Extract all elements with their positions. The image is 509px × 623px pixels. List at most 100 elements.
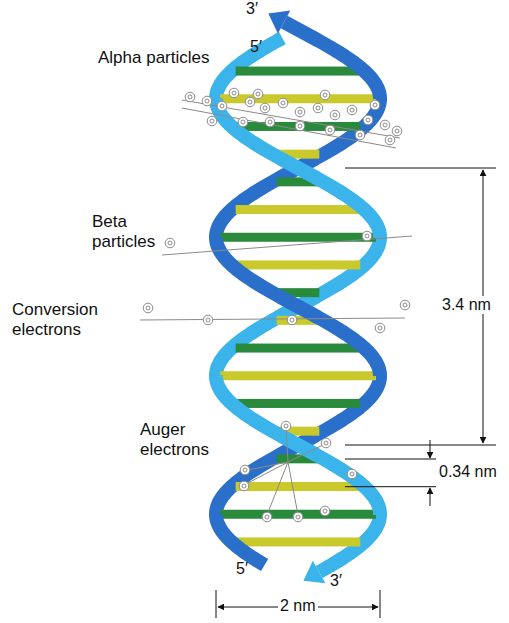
- particle-core: [241, 120, 245, 124]
- particle-dot: [380, 120, 390, 130]
- particle-dot: [320, 90, 330, 100]
- particle-core: [403, 303, 407, 307]
- extension-line: [345, 459, 436, 460]
- strand-end-label: 5′: [250, 38, 262, 56]
- particle-dot: [281, 421, 291, 431]
- particle-core: [298, 124, 302, 128]
- particle-ring: [385, 135, 395, 145]
- base-pair: [236, 67, 361, 76]
- particle-dot: [330, 110, 340, 120]
- particle-core: [378, 326, 382, 330]
- base-pair: [236, 537, 361, 546]
- particle-dot: [207, 116, 217, 126]
- particle-core: [383, 123, 387, 127]
- particle-core: [210, 119, 214, 123]
- particle-ring: [202, 96, 212, 106]
- particle-dot: [320, 506, 330, 516]
- particle-core: [232, 91, 236, 95]
- strand-front: [284, 22, 380, 99]
- strand-end-label: 3′: [246, 0, 258, 18]
- dimension-label: 3.4 nm: [440, 296, 493, 314]
- particle-core: [146, 306, 150, 310]
- base-pair: [236, 122, 361, 131]
- base-pair: [236, 482, 361, 491]
- particle-dot: [385, 135, 395, 145]
- particle-dot: [238, 117, 248, 127]
- particle-core: [205, 99, 209, 103]
- base-pair: [220, 94, 376, 103]
- particle-ring: [347, 469, 357, 479]
- particle-ring: [239, 481, 249, 491]
- extension-line: [345, 168, 496, 169]
- particle-label: Beta particles: [92, 212, 166, 251]
- particle-core: [256, 92, 260, 96]
- particle-core: [324, 441, 328, 445]
- particle-core: [328, 128, 332, 132]
- particle-dot: [239, 481, 249, 491]
- particle-ring: [260, 103, 270, 113]
- particle-dot: [185, 92, 195, 102]
- particle-track: [248, 462, 288, 470]
- particle-dot: [202, 96, 212, 106]
- particle-ring: [143, 303, 153, 313]
- particle-ring: [370, 100, 380, 110]
- particle-track: [182, 100, 400, 138]
- particle-dot: [295, 107, 305, 117]
- particle-ring: [207, 116, 217, 126]
- particle-core: [268, 120, 272, 124]
- particle-ring: [293, 512, 303, 522]
- particle-ring: [262, 512, 272, 522]
- particle-label: Auger electrons: [140, 420, 222, 459]
- particle-dot: [347, 105, 357, 115]
- particle-dot: [240, 465, 250, 475]
- extension-line: [380, 590, 381, 618]
- particle-dot: [370, 100, 380, 110]
- particle-core: [281, 101, 285, 105]
- particle-dot: [165, 238, 175, 248]
- base-pair: [220, 371, 376, 380]
- particle-core: [298, 110, 302, 114]
- particle-core: [263, 106, 267, 110]
- particle-dot: [321, 438, 331, 448]
- dimension-label: 2 nm: [278, 597, 318, 615]
- double-helix: [216, 11, 380, 584]
- particle-ring: [375, 323, 385, 333]
- particle-ring: [325, 125, 335, 135]
- strand-front: [216, 514, 265, 565]
- particle-dot: [313, 103, 323, 113]
- particle-core: [395, 129, 399, 133]
- particle-core: [188, 95, 192, 99]
- particle-track: [267, 462, 288, 515]
- particle-dot: [363, 115, 373, 125]
- base-pair: [236, 260, 361, 269]
- particle-ring: [185, 92, 195, 102]
- particle-ring: [265, 117, 275, 127]
- particle-ring: [320, 90, 330, 100]
- particle-core: [373, 103, 377, 107]
- particle-core: [366, 118, 370, 122]
- particle-core: [365, 234, 369, 238]
- strand-back: [216, 237, 380, 376]
- strand-end-label: 5′: [236, 560, 248, 578]
- base-pair: [236, 205, 361, 214]
- particle-ring: [229, 88, 239, 98]
- particle-ring: [253, 89, 263, 99]
- particle-core: [388, 138, 392, 142]
- particle-core: [243, 468, 247, 472]
- particle-core: [290, 318, 294, 322]
- particle-core: [316, 106, 320, 110]
- particle-track: [286, 428, 288, 462]
- particle-dot: [245, 97, 255, 107]
- particle-ring: [363, 115, 373, 125]
- particle-tracks: [140, 88, 412, 522]
- particle-dot: [293, 512, 303, 522]
- particle-core: [242, 484, 246, 488]
- particle-core: [220, 104, 224, 108]
- particle-dot: [260, 103, 270, 113]
- dimension-arrow: [430, 488, 431, 506]
- particle-track: [140, 318, 405, 320]
- particle-core: [323, 93, 327, 97]
- particle-core: [265, 515, 269, 519]
- extension-line: [345, 445, 496, 446]
- particle-dot: [143, 303, 153, 313]
